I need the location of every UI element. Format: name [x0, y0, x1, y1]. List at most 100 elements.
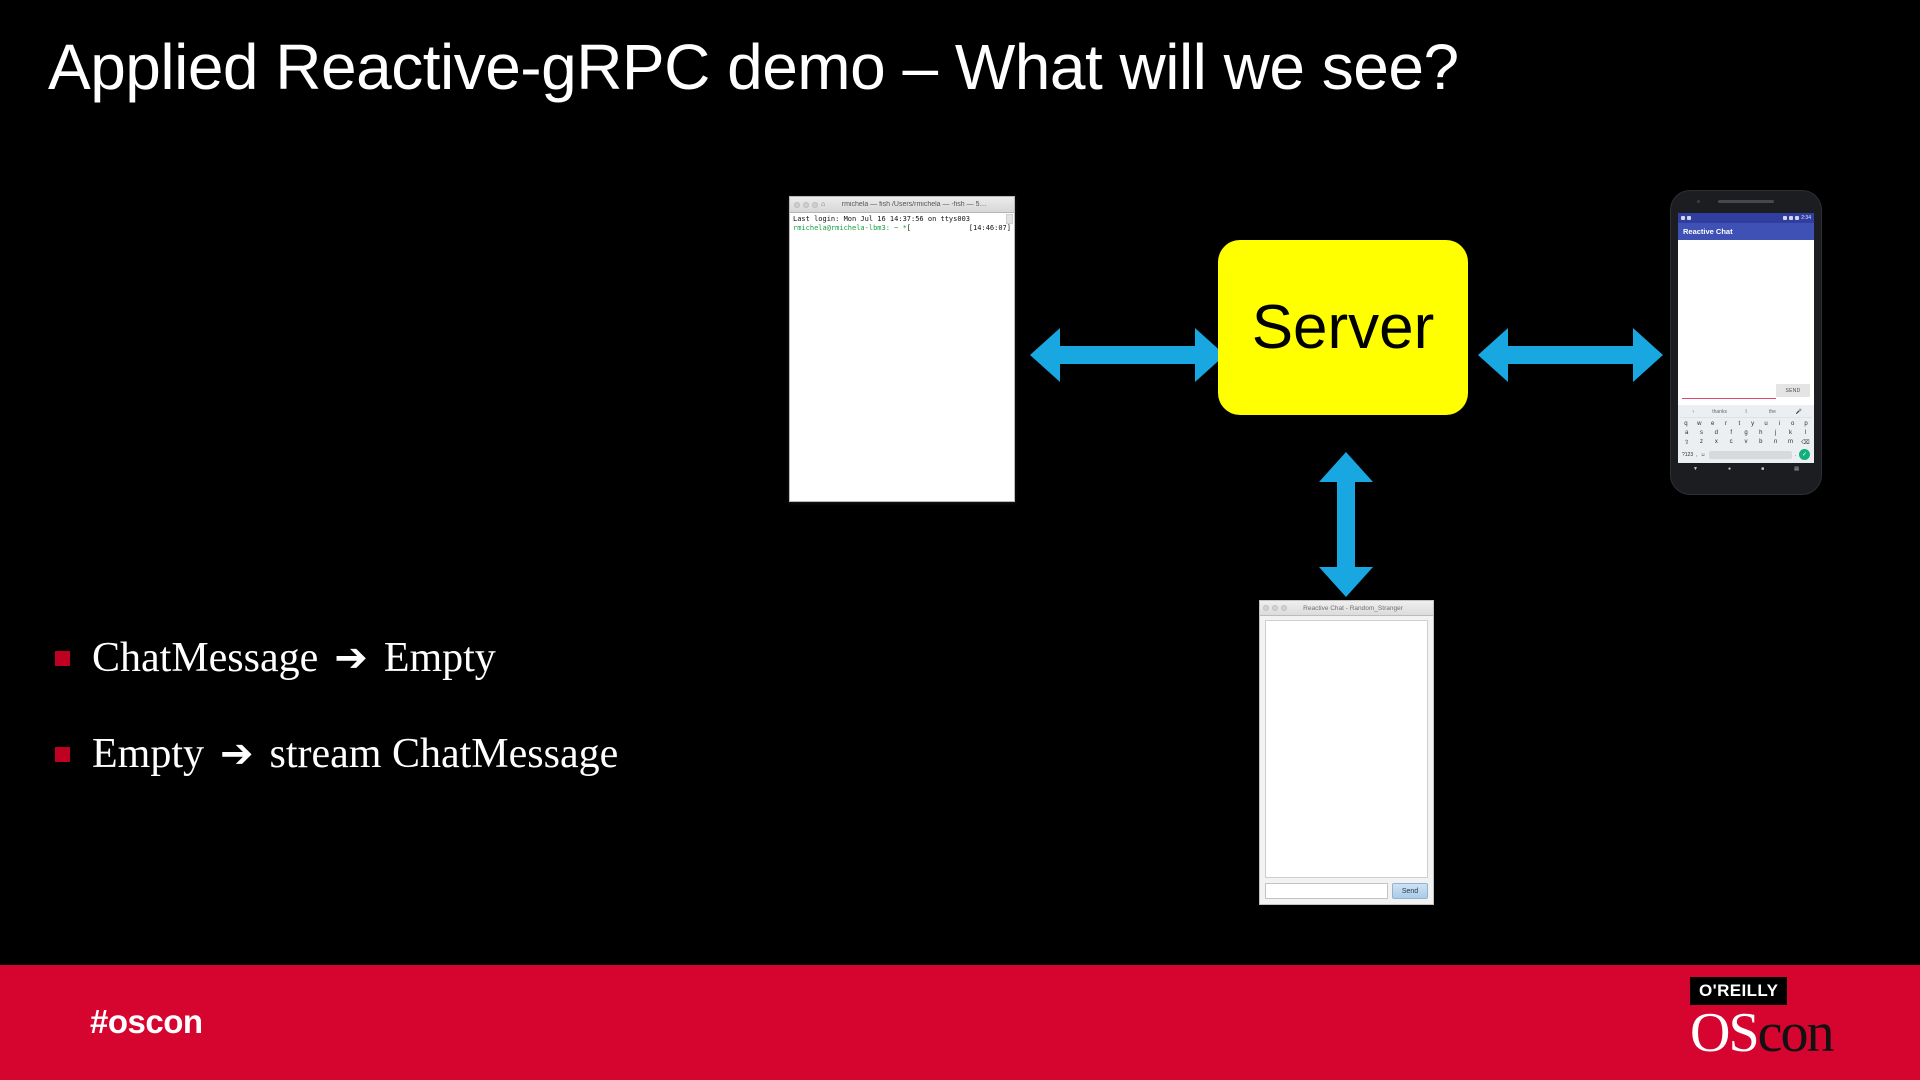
period-key[interactable]: .	[1794, 451, 1796, 458]
maximize-icon[interactable]	[1281, 605, 1287, 611]
bullet-square-icon	[55, 746, 70, 762]
oreilly-logo: O'REILLY	[1690, 977, 1788, 1005]
arrow-shaft	[1505, 346, 1636, 364]
keyboard-suggestion-2[interactable]: the	[1768, 409, 1776, 415]
emoji-icon[interactable]: ☺	[1700, 451, 1706, 458]
key-z[interactable]: z	[1700, 439, 1703, 445]
key-r[interactable]: r	[1724, 421, 1727, 427]
key-f[interactable]: f	[1730, 430, 1732, 436]
oscon-brand-logo: O'REILLY OScon	[1690, 977, 1868, 1061]
comma-key[interactable]: ,	[1696, 451, 1698, 458]
terminal-last-login: Last login: Mon Jul 16 14:37:56 on ttys0…	[793, 215, 971, 223]
enter-send-icon[interactable]: ✓	[1799, 449, 1810, 460]
key-t[interactable]: t	[1738, 421, 1741, 427]
arrow-head-right-icon	[1633, 328, 1663, 382]
bullet-square-icon	[55, 650, 70, 666]
terminal-cursor: [	[906, 224, 912, 233]
keyboard-suggestion-bar[interactable]: › thanks I the 🎤	[1680, 407, 1812, 418]
key-e[interactable]: e	[1710, 421, 1715, 427]
desktop-chat-input[interactable]	[1265, 883, 1388, 899]
minimize-icon[interactable]	[1272, 605, 1278, 611]
desktop-chat-message-list	[1265, 620, 1428, 878]
oscon-wordmark: OScon	[1690, 1005, 1868, 1061]
key-c[interactable]: c	[1729, 439, 1733, 445]
key-y[interactable]: y	[1751, 421, 1755, 427]
android-app-title: Reactive Chat	[1683, 227, 1733, 236]
microphone-icon[interactable]: 🎤	[1795, 409, 1802, 415]
key-u[interactable]: u	[1764, 421, 1768, 427]
key-a[interactable]: a	[1685, 430, 1689, 436]
android-chat-content: SEND	[1678, 240, 1814, 405]
android-message-input[interactable]	[1682, 398, 1776, 399]
bullet-right-text: Empty	[383, 635, 496, 681]
keyboard-row-4[interactable]: ?123 , ☺ . ✓	[1680, 449, 1812, 460]
keyboard-row-2[interactable]: a s d f g h j k l	[1680, 430, 1812, 436]
server-label: Server	[1251, 292, 1435, 362]
keyboard-row-3[interactable]: ⇧ z x c v b n m ⌫	[1680, 439, 1812, 446]
key-d[interactable]: d	[1714, 430, 1718, 436]
oscon-os-part: OS	[1690, 1002, 1760, 1064]
suggestion-arrow-icon[interactable]: ›	[1692, 409, 1695, 415]
arrow-right-icon: ➔	[220, 731, 254, 777]
recents-icon[interactable]: ■	[1761, 465, 1765, 472]
arrow-head-up-icon	[1319, 452, 1373, 482]
keyboard-suggestion-1[interactable]: I	[1745, 409, 1747, 415]
key-m[interactable]: m	[1787, 439, 1793, 445]
signal-icon	[1789, 216, 1794, 220]
key-q[interactable]: q	[1684, 421, 1688, 427]
list-item: Empty ➔ stream ChatMessage	[55, 726, 815, 782]
minimize-icon[interactable]	[803, 201, 809, 208]
key-b[interactable]: b	[1759, 439, 1763, 445]
status-right-icons: 2:34	[1783, 215, 1811, 221]
backspace-icon[interactable]: ⌫	[1801, 440, 1810, 446]
android-send-button[interactable]: SEND	[1776, 384, 1810, 397]
arrow-right-icon: ➔	[334, 635, 368, 681]
close-icon[interactable]	[1263, 605, 1269, 611]
key-k[interactable]: k	[1788, 430, 1792, 436]
key-o[interactable]: o	[1791, 421, 1795, 427]
key-p[interactable]: p	[1804, 421, 1808, 427]
desktop-chat-titlebar[interactable]: Reactive Chat - Random_Stranger	[1260, 601, 1433, 616]
close-icon[interactable]	[794, 201, 800, 208]
terminal-window[interactable]: ⌂ rmichela — fish /Users/rmichela — -fis…	[789, 196, 1015, 502]
space-key[interactable]	[1708, 450, 1792, 459]
android-nav-bar[interactable]: ▼ ● ■ ▤	[1678, 463, 1814, 474]
key-l[interactable]: l	[1804, 430, 1806, 436]
key-v[interactable]: v	[1744, 439, 1748, 445]
android-keyboard[interactable]: › thanks I the 🎤 q w e r t y u i o p	[1678, 405, 1814, 463]
key-n[interactable]: n	[1773, 439, 1778, 445]
notification-icon	[1681, 216, 1685, 220]
key-g[interactable]: g	[1744, 430, 1748, 436]
server-node: Server	[1218, 240, 1468, 415]
home-icon[interactable]: ●	[1728, 465, 1732, 472]
earpiece-speaker	[1718, 200, 1774, 203]
numeric-key[interactable]: ?123	[1682, 451, 1694, 458]
key-x[interactable]: x	[1714, 439, 1718, 445]
android-status-bar: 2:34	[1678, 213, 1814, 223]
desktop-chat-send-button[interactable]: Send	[1392, 883, 1428, 899]
arrow-terminal-to-server	[1030, 328, 1225, 382]
key-w[interactable]: w	[1697, 421, 1702, 427]
arrow-head-left-icon	[1030, 328, 1060, 382]
terminal-titlebar[interactable]: ⌂ rmichela — fish /Users/rmichela — -fis…	[790, 197, 1014, 213]
shift-icon[interactable]: ⇧	[1684, 440, 1690, 446]
arrow-server-to-desktop-chat	[1319, 452, 1373, 597]
keyboard-suggestion-0[interactable]: thanks	[1712, 409, 1727, 415]
key-j[interactable]: j	[1774, 430, 1777, 436]
keyboard-row-1[interactable]: q w e r t y u i o p	[1680, 421, 1812, 427]
oscon-con-part: con	[1757, 1002, 1835, 1064]
home-folder-icon: ⌂	[821, 201, 826, 208]
key-h[interactable]: h	[1759, 430, 1763, 436]
terminal-body[interactable]: Last login: Mon Jul 16 14:37:56 on ttys0…	[790, 213, 1014, 501]
desktop-chat-window[interactable]: Reactive Chat - Random_Stranger Send	[1259, 600, 1434, 905]
key-i[interactable]: i	[1778, 421, 1781, 427]
terminal-scrollbar[interactable]	[1006, 214, 1013, 224]
back-icon[interactable]: ▼	[1693, 465, 1698, 472]
arrow-shaft	[1337, 479, 1355, 570]
keyboard-toggle-icon[interactable]: ▤	[1794, 465, 1799, 472]
oreilly-wordmark: O'REILLY	[1699, 981, 1779, 1000]
wifi-icon	[1783, 216, 1788, 220]
key-s[interactable]: s	[1700, 430, 1703, 436]
arrow-server-to-phone	[1478, 328, 1663, 382]
maximize-icon[interactable]	[812, 201, 818, 208]
